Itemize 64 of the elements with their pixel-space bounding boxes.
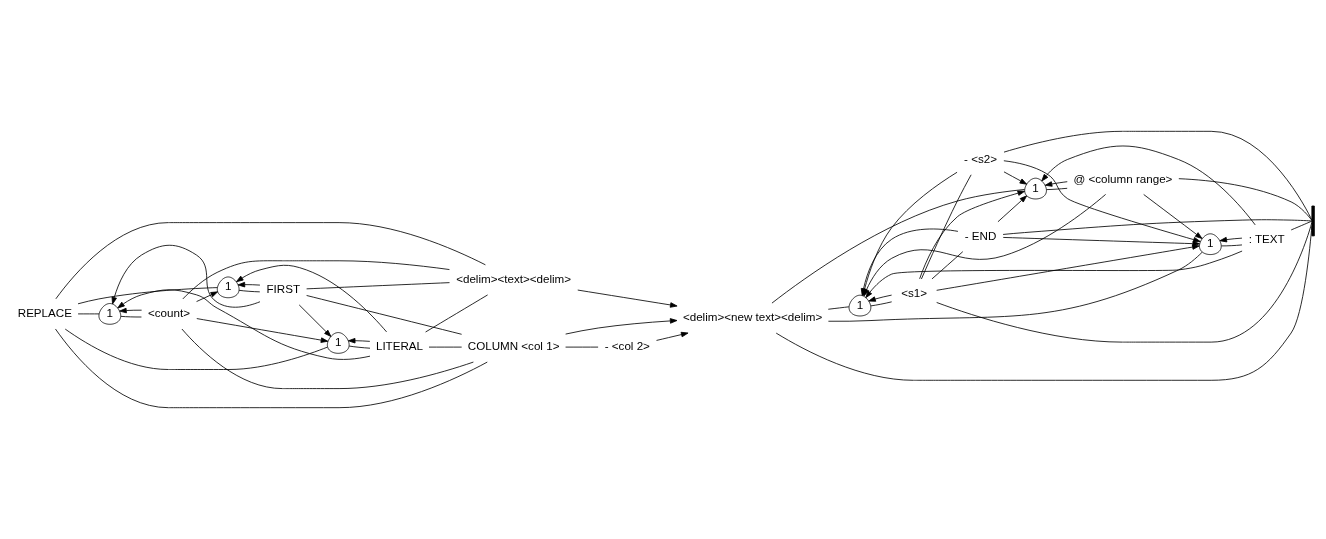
arrow [1143, 194, 1203, 239]
arrow [997, 195, 1028, 223]
arrow [111, 244, 261, 308]
connector [1002, 219, 1313, 235]
node-text: - <col 2> [604, 339, 650, 353]
node-text: COLUMN <col 1> [467, 339, 560, 353]
arrow [237, 281, 261, 288]
connector [827, 306, 850, 310]
node-text: - <s2> [964, 151, 997, 165]
arrow [196, 318, 329, 343]
arrow [1003, 160, 1201, 243]
connector [1178, 178, 1313, 221]
node-text: @ <column range> [1073, 171, 1173, 185]
connector [425, 294, 489, 333]
arrow [119, 307, 143, 314]
connector [1003, 130, 1313, 221]
arrow [117, 289, 371, 360]
connector [120, 315, 142, 318]
arrow [196, 291, 218, 302]
arrow [565, 318, 678, 335]
connector [306, 295, 463, 335]
connector [771, 189, 1025, 304]
node-text: <delim><text><delim> [456, 271, 572, 285]
connector [828, 251, 1203, 322]
arrow [236, 264, 387, 333]
connector [1221, 244, 1243, 247]
connector [306, 282, 450, 290]
connector [55, 222, 486, 300]
connector [55, 328, 488, 409]
arrow [919, 190, 1025, 280]
connector [77, 287, 218, 305]
connector [1046, 187, 1068, 190]
node-text: : TEXT [1248, 232, 1285, 246]
arrow [868, 294, 893, 302]
connector [182, 260, 450, 300]
arrow [656, 331, 689, 341]
connector [64, 328, 328, 370]
arrow [1044, 181, 1068, 187]
connector [1290, 220, 1313, 231]
connector [931, 251, 964, 280]
arrow [865, 250, 1243, 299]
connector [936, 222, 1313, 343]
arrow [298, 304, 332, 337]
node-text: FIRST [266, 281, 300, 295]
node-bar [1311, 205, 1315, 237]
node-text: <s1> [901, 286, 928, 300]
node-text: REPLACE [17, 305, 72, 319]
connector [238, 289, 261, 293]
connector [348, 345, 371, 349]
connector [181, 328, 474, 389]
node-text: <delim><new text><delim> [682, 310, 823, 324]
node-text: <count> [148, 305, 190, 319]
connector [921, 174, 972, 280]
arrow [347, 337, 371, 344]
arrow [936, 244, 1200, 291]
arrow [1002, 237, 1200, 247]
node-text: - END [964, 228, 997, 242]
arrow [577, 289, 678, 308]
connector [775, 225, 1313, 381]
arrow [1003, 171, 1028, 185]
arrow [1041, 145, 1256, 226]
arrow [1219, 236, 1243, 243]
connector [870, 301, 893, 307]
node-text: LITERAL [375, 339, 424, 353]
